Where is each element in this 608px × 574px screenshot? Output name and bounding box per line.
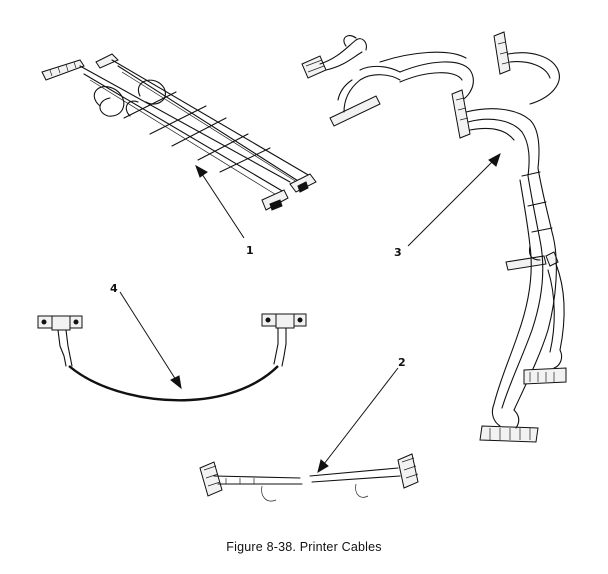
- cable-2-illustration: [199, 453, 419, 502]
- callout-1: 1: [246, 244, 254, 257]
- callout-4: 4: [110, 282, 118, 295]
- leader-arrows: [119, 152, 501, 474]
- callout-2: 2: [398, 356, 406, 369]
- cable-3-illustration: [301, 31, 567, 443]
- callout-3: 3: [394, 246, 402, 259]
- figure-caption: Figure 8-38. Printer Cables: [226, 540, 382, 554]
- cable-4-illustration: [37, 313, 307, 402]
- cable-1-illustration: [41, 53, 317, 211]
